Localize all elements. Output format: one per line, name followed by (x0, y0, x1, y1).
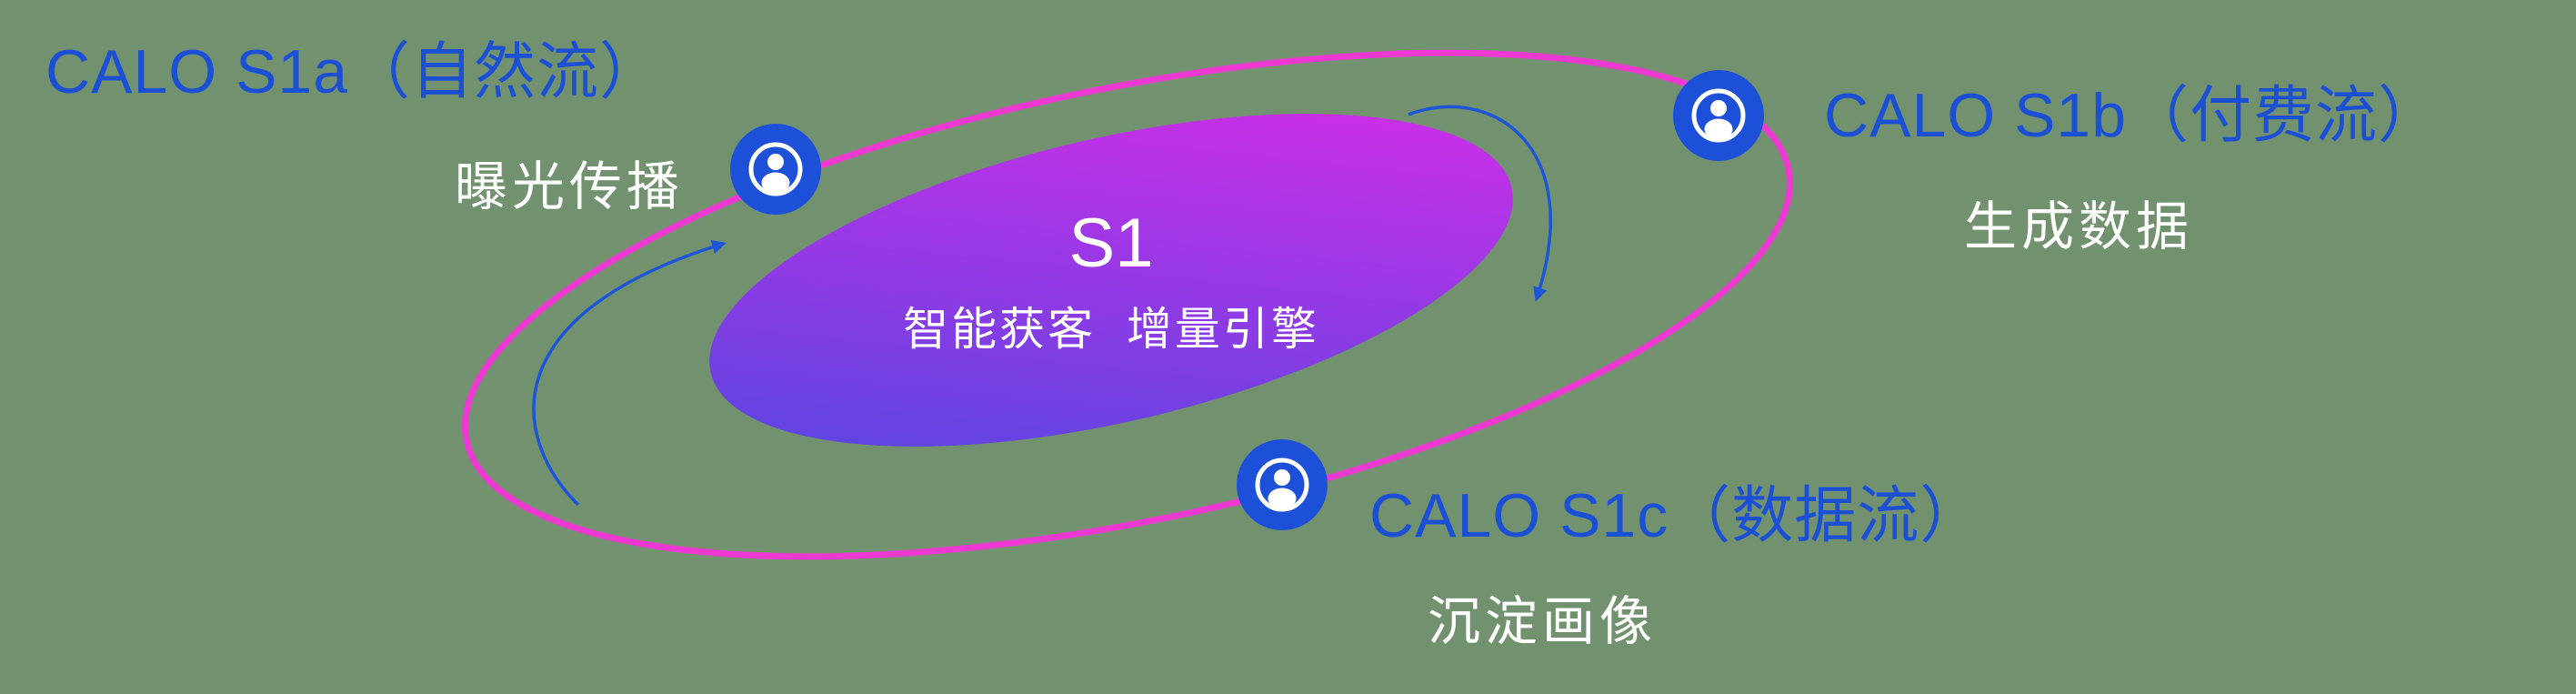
core-subtitle: 智能获客 增量引擎 (903, 303, 1319, 355)
node-title-s1a: CALO S1a（自然流） (45, 37, 663, 106)
node-subtitle-s1a: 曝光传播 (455, 157, 685, 216)
user-icon-s1b (1673, 70, 1764, 161)
node-title-s1c: CALO S1c（数据流） (1369, 481, 1983, 550)
flow-arrow-right (1408, 105, 1552, 302)
core-label: S1 智能获客 增量引擎 (903, 207, 1319, 358)
node-title-s1b: CALO S1b（付费流） (1824, 81, 2441, 150)
node-subtitle-s1c: 沉淀画像 (1428, 592, 1658, 651)
core-ellipse (709, 114, 1513, 447)
core-title: S1 (1068, 205, 1154, 282)
user-icon-s1c (1237, 439, 1328, 530)
flow-arrow-left (532, 239, 727, 507)
user-icon-s1a (730, 124, 821, 215)
node-subtitle-s1b: 生成数据 (1964, 197, 2194, 256)
orbit-ring (462, 49, 1793, 560)
